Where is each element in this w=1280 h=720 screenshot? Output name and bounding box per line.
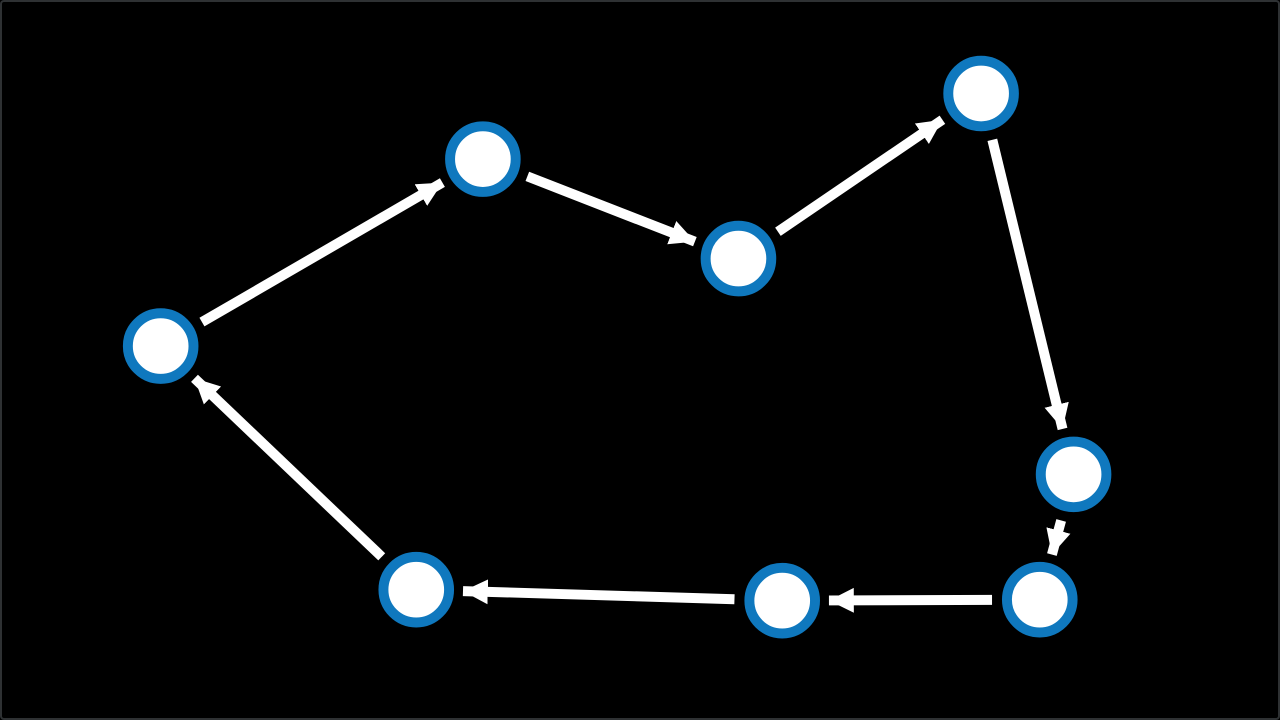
edge-node-top-right-to-node-right: [987, 138, 1069, 431]
node-top-right: [943, 55, 1019, 132]
edge-node-bottom-left-to-node-left: [191, 374, 386, 561]
edge-node-bottom-middle-to-node-bottom-left: [462, 579, 735, 605]
edge-node-upper-left-to-node-upper-middle: [525, 171, 697, 247]
node-left: [122, 308, 199, 384]
edge-node-bottom-right-to-node-bottom-middle: [828, 587, 993, 613]
node-upper-middle: [700, 220, 777, 297]
node-upper-left: [445, 121, 521, 197]
edge-node-left-to-node-upper-left: [199, 178, 445, 327]
edge-node-upper-middle-to-node-top-right: [775, 115, 946, 236]
nodes-layer: [122, 55, 1112, 639]
edge-node-right-to-node-bottom-right: [1046, 519, 1071, 556]
node-right: [1035, 436, 1112, 513]
node-bottom-right: [1001, 561, 1078, 638]
node-bottom-middle: [744, 562, 820, 639]
node-bottom-left: [378, 551, 455, 628]
edges-layer: [191, 115, 1071, 613]
